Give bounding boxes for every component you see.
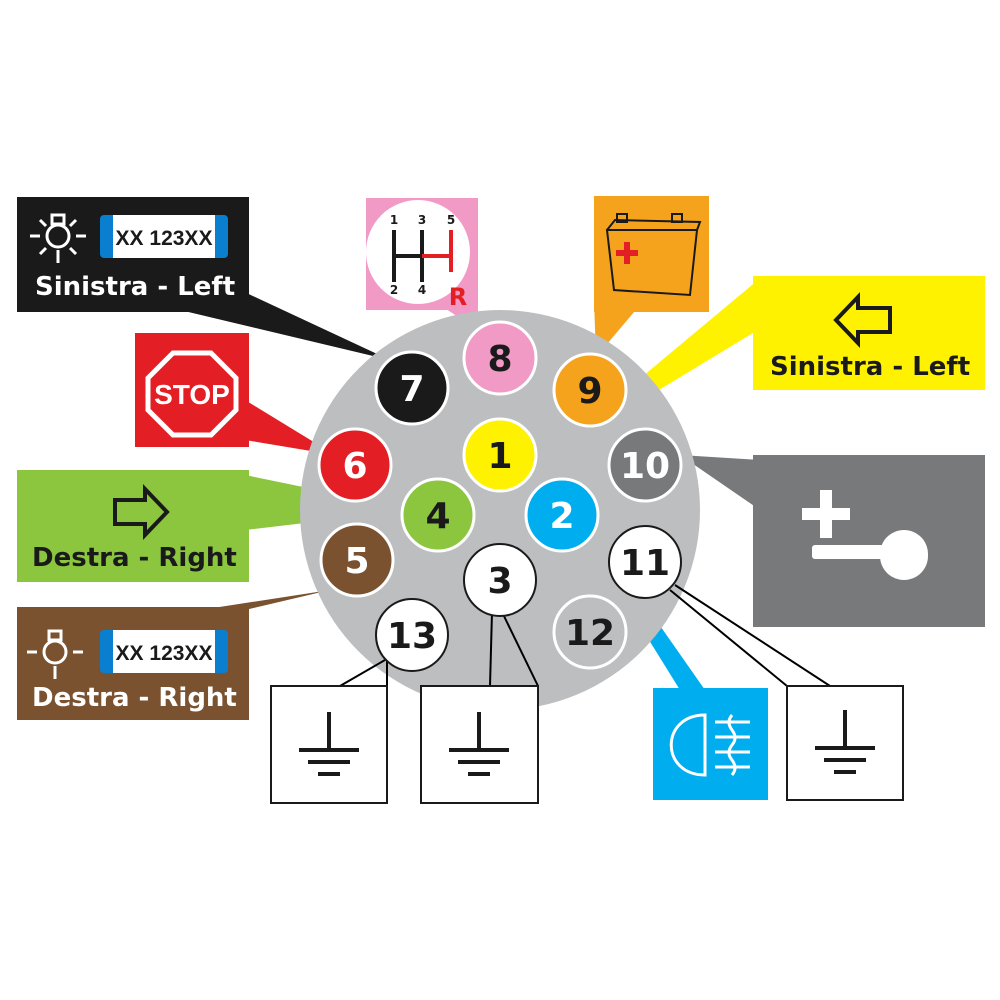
callout-pin-2 [653,688,768,800]
plate-light-icon [27,629,83,679]
fog-light-icon [669,713,750,777]
pin-number: 7 [399,369,424,410]
callout-pointer-5 [200,590,330,610]
pin-4: 4 [400,477,476,553]
ground-icon [815,710,875,774]
pin-number: 4 [425,496,450,537]
callout-pin-5: XX 123XX Destra - Right [17,607,249,720]
ignition-key-plus-icon [802,490,928,580]
pin-10: 10 [607,427,683,503]
pin-number: 6 [342,446,367,487]
reverse-gear-icon [392,230,453,282]
wire-3b [501,611,539,687]
callout-pin-9 [594,196,709,312]
wire-11 [669,589,788,687]
pin-3: 3 [463,543,537,617]
pin-12: 12 [552,594,628,670]
pin-13: 13 [375,598,449,672]
callout-pin-1: Sinistra - Left [753,276,985,390]
wire-13 [339,659,386,687]
plate-text: XX 123XX [116,642,213,665]
callout-pin-7: XX 123XX Sinistra - Left [17,197,249,312]
function-label: Destra - Right [32,543,237,573]
right-arrow-icon [113,484,170,540]
pin-number: 9 [577,371,602,412]
function-label: Sinistra - Left [35,272,235,302]
battery-icon [605,213,702,297]
pin-number: 1 [487,436,512,477]
pin-6: 6 [317,427,393,503]
left-arrow-icon [833,292,892,348]
pin-number: 2 [549,496,574,537]
pin-9: 9 [552,352,628,428]
callout-pin-3 [420,685,539,804]
pin-number: 5 [344,541,369,582]
callout-pin-8: 1 3 5 2 4 R [366,198,478,311]
gear-3: 3 [418,213,426,227]
callout-pin-11 [786,685,904,801]
function-label: Destra - Right [32,683,237,713]
pin-11: 11 [608,525,682,599]
gear-1: 1 [390,213,398,227]
pin-number: 13 [387,616,437,657]
function-label: Sinistra - Left [770,352,970,382]
plate-light-icon [30,213,86,263]
stop-sign-icon [145,350,239,438]
callout-pin-4: Destra - Right [17,470,249,582]
pin-8: 8 [462,320,538,396]
callout-pin-10 [753,455,985,627]
pin-number: 12 [565,613,615,654]
plate-text: XX 123XX [116,227,213,250]
gear-r: R [449,283,467,311]
pin-2: 2 [524,477,600,553]
pin-number: 3 [487,561,512,602]
stop-text: STOP [154,379,230,410]
ground-icon [299,712,359,776]
callout-pin-13 [270,685,388,804]
gear-5: 5 [447,213,455,227]
pin-7: 7 [374,350,450,426]
pin-1: 1 [462,417,538,493]
gear-4: 4 [418,283,426,297]
pin-number: 11 [620,543,670,584]
pin-number: 8 [487,339,512,380]
pin-number: 10 [620,446,670,487]
gear-2: 2 [390,283,398,297]
ground-icon [449,712,509,776]
callout-pin-6: STOP [135,333,249,447]
callout-pointer-10 [680,455,760,510]
pin-5: 5 [319,522,395,598]
